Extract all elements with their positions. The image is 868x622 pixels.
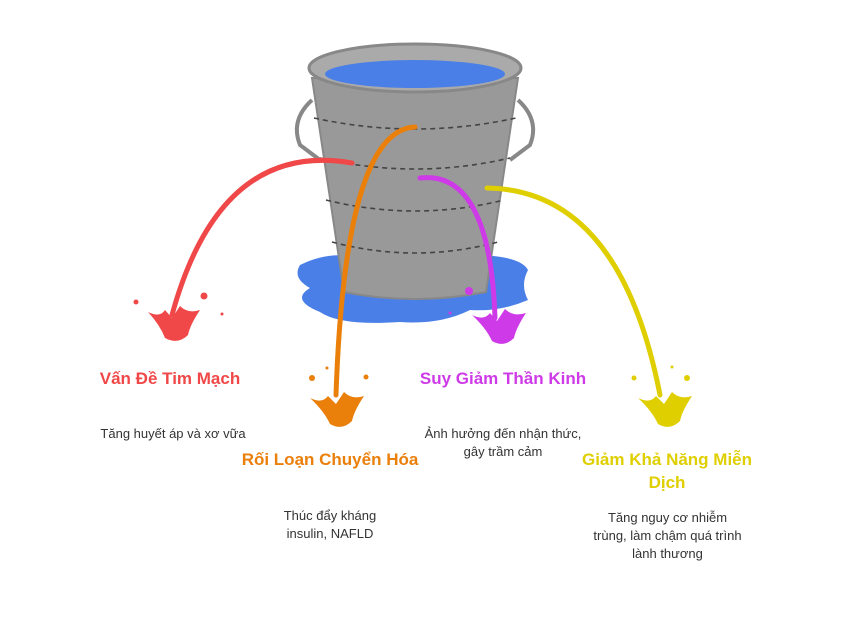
neuro-splash — [448, 287, 526, 344]
immune-description: Tăng nguy cơ nhiễm trùng, làm chậm quá t… — [593, 510, 742, 561]
bucket-body — [310, 77, 520, 300]
immune-title: Giảm Khả Năng Miễn Dịch — [581, 450, 753, 492]
metabolic-description: Thúc đẩy kháng insulin, NAFLD — [283, 508, 377, 541]
bucket-handle — [295, 98, 535, 162]
metabolic-stream — [333, 124, 418, 398]
metabolic-splash — [309, 366, 369, 427]
cardio-title: Vấn Đề Tim Mạch — [99, 369, 241, 388]
metabolic-title: Rối Loạn Chuyển Hóa — [241, 450, 419, 469]
neuro-stream — [417, 175, 498, 321]
cardio-description: Tăng huyết áp và xơ vữa — [100, 426, 246, 441]
cardio-stream — [169, 157, 355, 318]
neuro-title: Suy Giảm Thần Kinh — [419, 369, 587, 388]
bucket-water — [325, 60, 505, 88]
immune-stream — [484, 185, 663, 398]
cardio-splash — [133, 292, 224, 341]
immune-splash — [631, 365, 692, 427]
neuro-description: Ảnh hưởng đến nhận thức, gây trầm cảm — [424, 426, 582, 459]
